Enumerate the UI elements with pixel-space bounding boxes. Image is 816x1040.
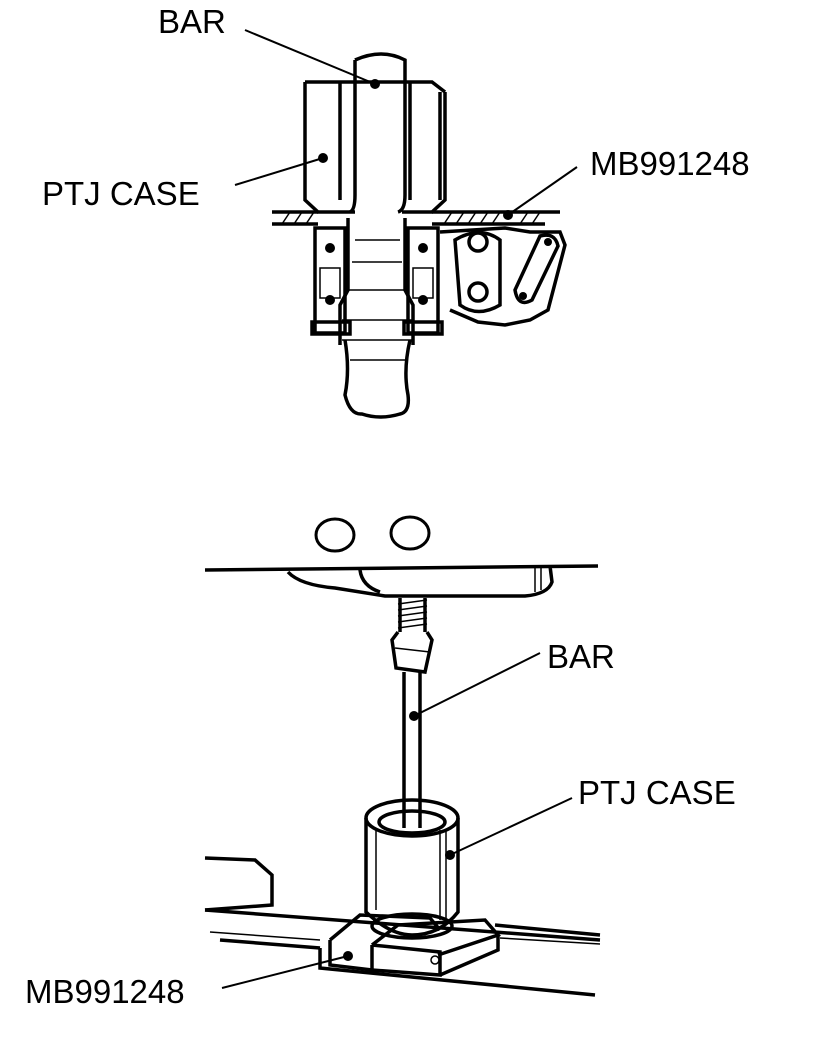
threaded-stud [390,598,434,674]
label-bar-top: BAR [158,3,226,40]
tool-mb991248-blocks [328,913,502,977]
mounting-plate [272,210,560,226]
bearing-left [310,226,352,336]
press-bed [204,856,601,997]
tool-mb991248-section [439,226,567,327]
label-ptj-case-bottom: PTJ CASE [578,774,736,811]
press-ram [204,564,599,598]
label-ptj-case-top: PTJ CASE [42,175,200,212]
label-bar-bottom: BAR [547,638,615,675]
ptj-case-section [303,80,447,214]
press-setup-view: BAR PTJ CASE MB991248 [25,515,736,1010]
label-tool-bottom: MB991248 [25,973,185,1010]
press-ball-right [389,515,431,551]
label-tool-top: MB991248 [590,145,750,182]
cross-section-view: BAR PTJ CASE MB991248 [42,3,750,419]
bar-rod [402,672,422,828]
press-ball-left [314,517,356,553]
drive-shaft-lower [343,339,412,419]
bearing-right [402,226,444,336]
bar-section [349,52,407,214]
ptj-case-cylinder [364,798,460,940]
